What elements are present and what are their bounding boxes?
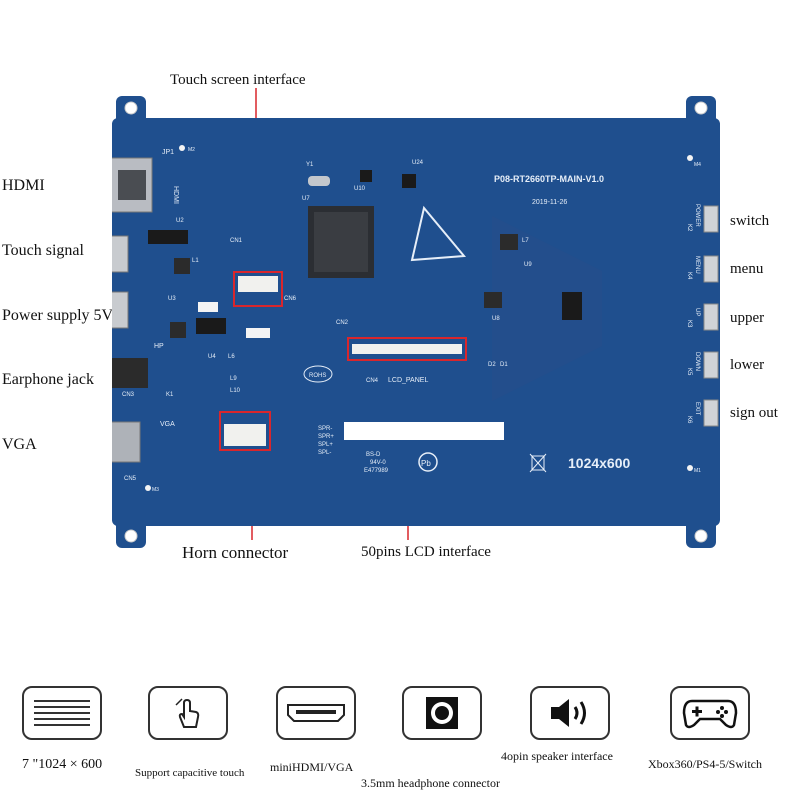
silk-l1: L1	[192, 258, 199, 264]
silk-spr-plus: SPR+	[318, 434, 334, 440]
callout-lcd-interface: 50pins LCD interface	[361, 544, 491, 560]
feature-screen	[22, 686, 102, 740]
silk-vga: VGA	[160, 421, 175, 428]
silk-up: UP	[694, 308, 700, 316]
silk-u10: U10	[354, 186, 366, 192]
feature-label-speaker: 4opin speaker interface	[501, 749, 613, 763]
silk-spr-minus: SPR-	[318, 426, 332, 432]
silk-m4: M4	[694, 162, 701, 168]
label-switch: switch	[730, 213, 770, 229]
silk-m2: M2	[188, 147, 195, 153]
label-sign-out: sign out	[730, 405, 778, 421]
silk-spl-minus: SPL-	[318, 450, 331, 456]
board-lcd-label: LCD_PANEL	[388, 377, 428, 384]
silk-u3: U3	[168, 296, 176, 302]
silk-v0: 94V-0	[370, 460, 386, 466]
silk-d2: D2	[488, 362, 496, 368]
silk-e477989: E477989	[364, 468, 389, 474]
silk-cn2: CN2	[336, 320, 349, 326]
feature-label-touch: Support capacitive touch	[135, 767, 245, 779]
silk-k1: K1	[166, 392, 174, 398]
silk-k5: K5	[686, 368, 692, 376]
silk-u8: U8	[492, 316, 500, 322]
feature-label-audio: 3.5mm headphone connector	[361, 776, 500, 790]
silk-y1: Y1	[306, 162, 314, 168]
board-model: P08-RT2660TP-MAIN-V1.0	[494, 174, 604, 184]
label-hdmi: HDMI	[2, 177, 45, 194]
silk-k4: K4	[686, 272, 692, 280]
silk-pb: Pb	[421, 459, 431, 468]
feature-label-screen: 7 "1024 × 600	[22, 757, 103, 772]
silk-u7: U7	[302, 196, 310, 202]
silk-u9: U9	[524, 262, 532, 268]
silk-m1: M1	[694, 468, 701, 474]
feature-audio	[402, 686, 482, 740]
pcb-board: JP1 HDMI HP CN3 CN5 VGA U2 CN1 L1 U4 L6 …	[112, 96, 720, 548]
silk-bsd: BS-D	[366, 452, 381, 458]
silk-spl-plus: SPL+	[318, 442, 333, 448]
speaker-icon	[551, 699, 586, 727]
callout-touch-screen: Touch screen interface	[170, 72, 306, 88]
silk-u2: U2	[176, 218, 184, 224]
silk-d1: D1	[500, 362, 508, 368]
silk-cn3: CN3	[122, 392, 135, 398]
screen-grid-icon	[34, 700, 90, 726]
silk-cn1: CN1	[230, 238, 243, 244]
audio-jack-icon	[426, 697, 458, 729]
feature-label-gamepad: Xbox360/PS4-5/Switch	[648, 757, 763, 771]
board-resolution: 1024x600	[568, 455, 631, 471]
silk-down: DOWN	[694, 352, 700, 371]
silk-menu: MENU	[694, 256, 700, 274]
silk-cn4: CN4	[366, 378, 379, 384]
label-vga: VGA	[2, 436, 37, 453]
feature-hdmi	[276, 686, 356, 740]
silk-hdmi: HDMI	[172, 186, 179, 204]
silk-u4: U4	[208, 354, 216, 360]
silk-power: POWER	[694, 204, 700, 227]
feature-speaker	[530, 686, 610, 740]
silk-k2: K2	[686, 224, 692, 232]
silk-l9: L9	[230, 376, 237, 382]
silk-rohs: ROHS	[309, 373, 326, 379]
feature-gamepad	[670, 686, 750, 740]
silk-k6: K6	[686, 416, 692, 424]
board-date: 2019-11-26	[532, 199, 567, 206]
label-lower: lower	[730, 357, 765, 373]
silk-cn6: CN6	[284, 296, 297, 302]
label-earphone-jack: Earphone jack	[2, 371, 94, 388]
silk-jp1: JP1	[162, 149, 174, 156]
silk-l10: L10	[230, 388, 241, 394]
label-menu: menu	[730, 261, 764, 277]
silk-m3: M3	[152, 487, 159, 493]
gamepad-icon	[682, 699, 738, 729]
silk-l7: L7	[522, 238, 529, 244]
silk-cn5: CN5	[124, 476, 137, 482]
silk-exit: EXIT	[694, 402, 700, 416]
callout-horn: Horn connector	[182, 543, 289, 562]
label-power-supply: Power supply 5V	[2, 307, 114, 324]
label-upper: upper	[730, 310, 765, 326]
silk-hp: HP	[154, 343, 164, 350]
touch-hand-icon	[175, 698, 200, 728]
silk-l6: L6	[228, 354, 235, 360]
hdmi-port-icon	[287, 704, 345, 722]
label-touch-signal: Touch signal	[2, 242, 84, 259]
feature-label-hdmi: miniHDMI/VGA	[270, 760, 354, 774]
silk-u24: U24	[412, 160, 424, 166]
silk-k3: K3	[686, 320, 692, 328]
feature-touch	[148, 686, 228, 740]
